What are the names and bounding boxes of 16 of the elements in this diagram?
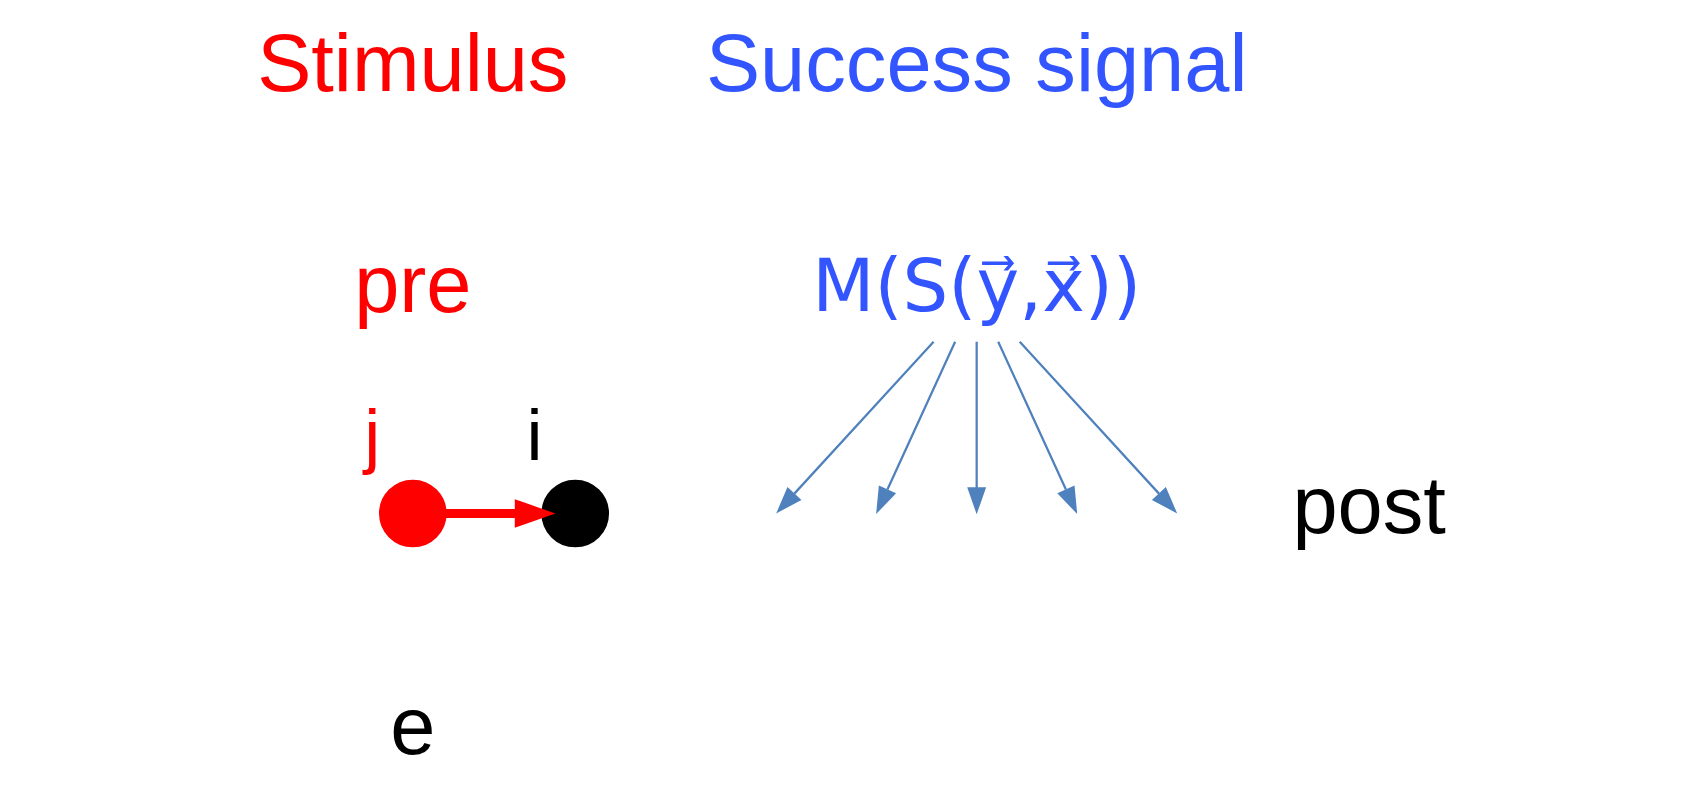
- label: Stimulus: [257, 18, 569, 109]
- arrow: [1018, 340, 1178, 514]
- label: post: [1292, 460, 1446, 551]
- arrow: [445, 499, 556, 528]
- arrow: [997, 341, 1078, 515]
- arrow: [967, 341, 987, 515]
- node-text: M(S(y⃗,x⃗)): [812, 243, 1142, 328]
- label: pre: [354, 239, 472, 330]
- node-label: j: [364, 394, 381, 475]
- node-circle: [379, 479, 447, 548]
- arrow: [776, 340, 935, 514]
- label: Success signal: [705, 18, 1248, 109]
- node-label: i: [526, 394, 543, 475]
- node-circle: [541, 479, 610, 548]
- label: e: [390, 681, 436, 772]
- arrow: [876, 341, 957, 515]
